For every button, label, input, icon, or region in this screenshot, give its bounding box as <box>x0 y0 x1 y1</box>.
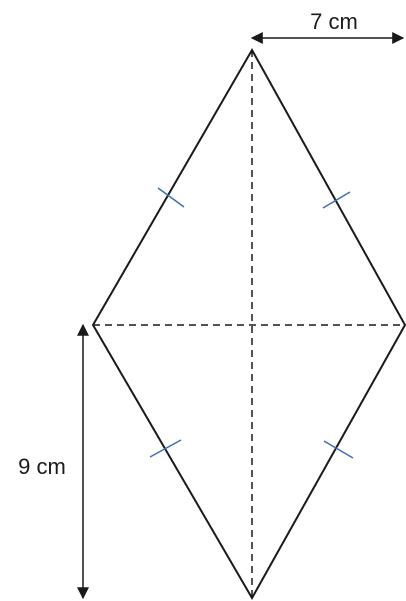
rhombus-outline <box>91 47 406 601</box>
top-dimension-label: 7 cm <box>310 9 358 34</box>
left-dimension-label: 9 cm <box>18 454 66 479</box>
tick-mark-bottom-left <box>149 439 182 458</box>
tick-mark-bottom-right <box>323 440 354 459</box>
tick-mark-top-right <box>322 191 351 209</box>
tick-mark-top-left <box>157 187 185 208</box>
